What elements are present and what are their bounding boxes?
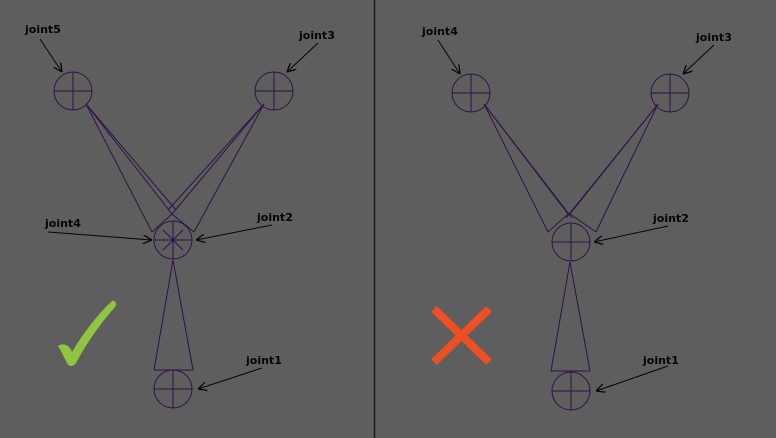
bone-joint3-to-joint2 (167, 103, 265, 233)
cross-icon (431, 306, 492, 365)
arrow-joint1 (596, 365, 669, 391)
joint3-circle[interactable] (254, 71, 294, 111)
right-labels: joint4 joint3 joint2 joint1 (421, 25, 732, 367)
arrow-joint2 (594, 225, 669, 242)
checkmark-icon (58, 300, 116, 366)
left-callouts (39, 38, 319, 389)
bone-joint5-to-joint4 (85, 103, 177, 233)
arrow-joint2 (196, 224, 273, 240)
label-joint3: joint3 (298, 29, 335, 42)
bone-joint2-to-joint1 (153, 259, 194, 371)
label-joint3: joint3 (695, 31, 732, 44)
arrow-joint3 (683, 44, 715, 74)
label-joint1: joint1 (642, 354, 679, 367)
label-joint4: joint4 (44, 217, 81, 230)
label-joint2: joint2 (652, 212, 689, 225)
joint5-circle[interactable] (53, 71, 93, 111)
label-joint1: joint1 (245, 354, 282, 367)
joint1-circle[interactable] (153, 369, 193, 409)
label-joint4: joint4 (421, 25, 458, 38)
left-panel: joint5 joint3 joint4 joint2 joint1 (24, 23, 335, 409)
joint2-circle[interactable] (551, 222, 591, 262)
arrow-joint4 (437, 39, 460, 74)
joint4-circle[interactable] (451, 73, 491, 113)
arrow-joint1 (198, 367, 263, 389)
label-joint5: joint5 (24, 23, 61, 36)
bone-joint2-to-joint1 (550, 261, 591, 372)
label-joint2: joint2 (256, 211, 293, 224)
joint4-joint2-circle[interactable] (153, 220, 193, 260)
joint3-circle[interactable] (650, 73, 690, 113)
bone-joint3-to-joint2 (565, 103, 659, 233)
right-panel: joint4 joint3 joint2 joint1 (421, 25, 732, 411)
arrow-joint5 (39, 38, 62, 72)
arrow-joint4 (47, 231, 152, 240)
right-skeleton (451, 73, 690, 411)
arrow-joint3 (287, 42, 319, 72)
left-skeleton (53, 71, 294, 409)
right-callouts (437, 39, 715, 391)
joint1-circle[interactable] (551, 371, 591, 411)
bone-joint4-to-joint2 (483, 103, 573, 233)
left-labels: joint5 joint3 joint4 joint2 joint1 (24, 23, 335, 367)
